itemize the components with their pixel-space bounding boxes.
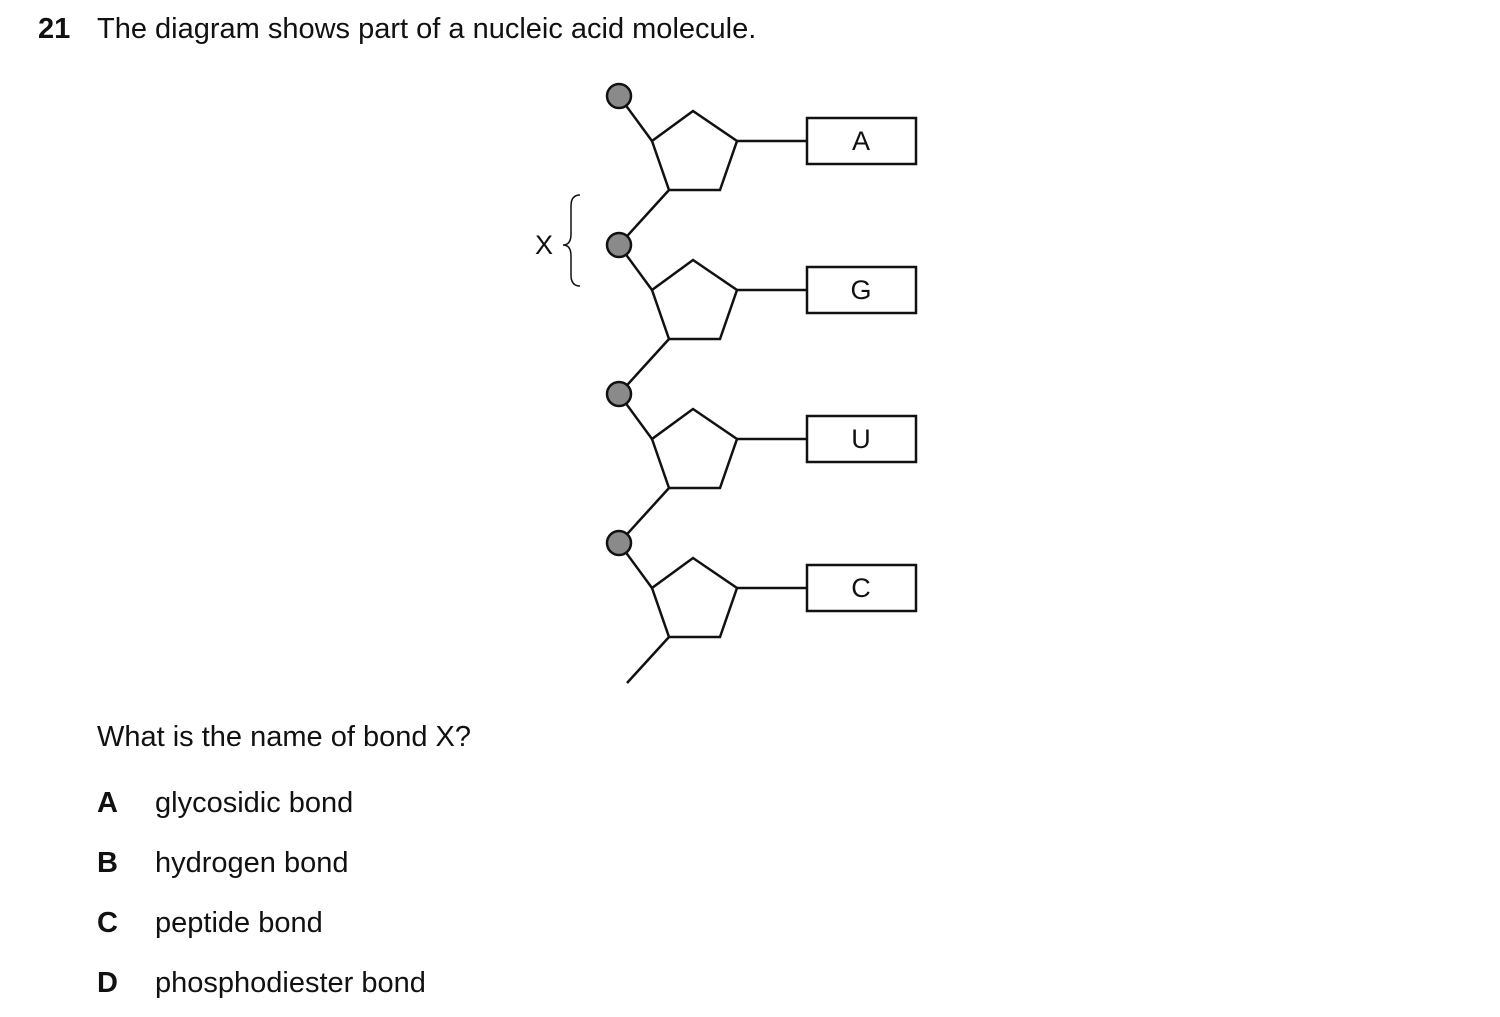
option-letter: C <box>97 907 118 939</box>
base-box <box>805 563 918 613</box>
base-label-u: U <box>851 424 871 454</box>
base-label-a: A <box>852 126 870 156</box>
phosphate-group <box>605 231 633 259</box>
phosphate-group <box>605 82 633 110</box>
option-c[interactable]: C peptide bond <box>97 906 323 940</box>
bond-x-label: X <box>535 230 553 260</box>
option-text: hydrogen bond <box>155 847 349 879</box>
backbone-end <box>626 636 670 684</box>
option-text: peptide bond <box>155 907 323 939</box>
option-b[interactable]: B hydrogen bond <box>97 846 349 880</box>
option-d[interactable]: D phosphodiester bond <box>97 966 426 1000</box>
phosphate-group <box>605 529 633 557</box>
option-letter: B <box>97 847 118 879</box>
base-box <box>805 265 918 315</box>
base-label-g: G <box>850 275 871 305</box>
sugar-pentagon <box>650 556 739 639</box>
option-letter: A <box>97 787 118 819</box>
question-number: 21 <box>38 13 71 45</box>
sugar-pentagon <box>650 407 739 490</box>
sugar-pentagon <box>650 258 739 341</box>
question-stem: The diagram shows part of a nucleic acid… <box>97 13 757 45</box>
nucleic-acid-diagram: X A G U C <box>535 82 918 684</box>
option-a[interactable]: A glycosidic bond <box>97 786 353 820</box>
base-label-c: C <box>851 573 871 603</box>
option-text: glycosidic bond <box>155 787 354 819</box>
question-prompt: What is the name of bond X? <box>97 721 471 753</box>
base-box <box>805 116 918 166</box>
bond-x-brace <box>562 194 581 287</box>
sugar-pentagon <box>650 109 739 192</box>
option-text: phosphodiester bond <box>155 967 426 999</box>
option-letter: D <box>97 967 118 999</box>
base-box <box>805 414 918 464</box>
phosphate-group <box>605 380 633 408</box>
